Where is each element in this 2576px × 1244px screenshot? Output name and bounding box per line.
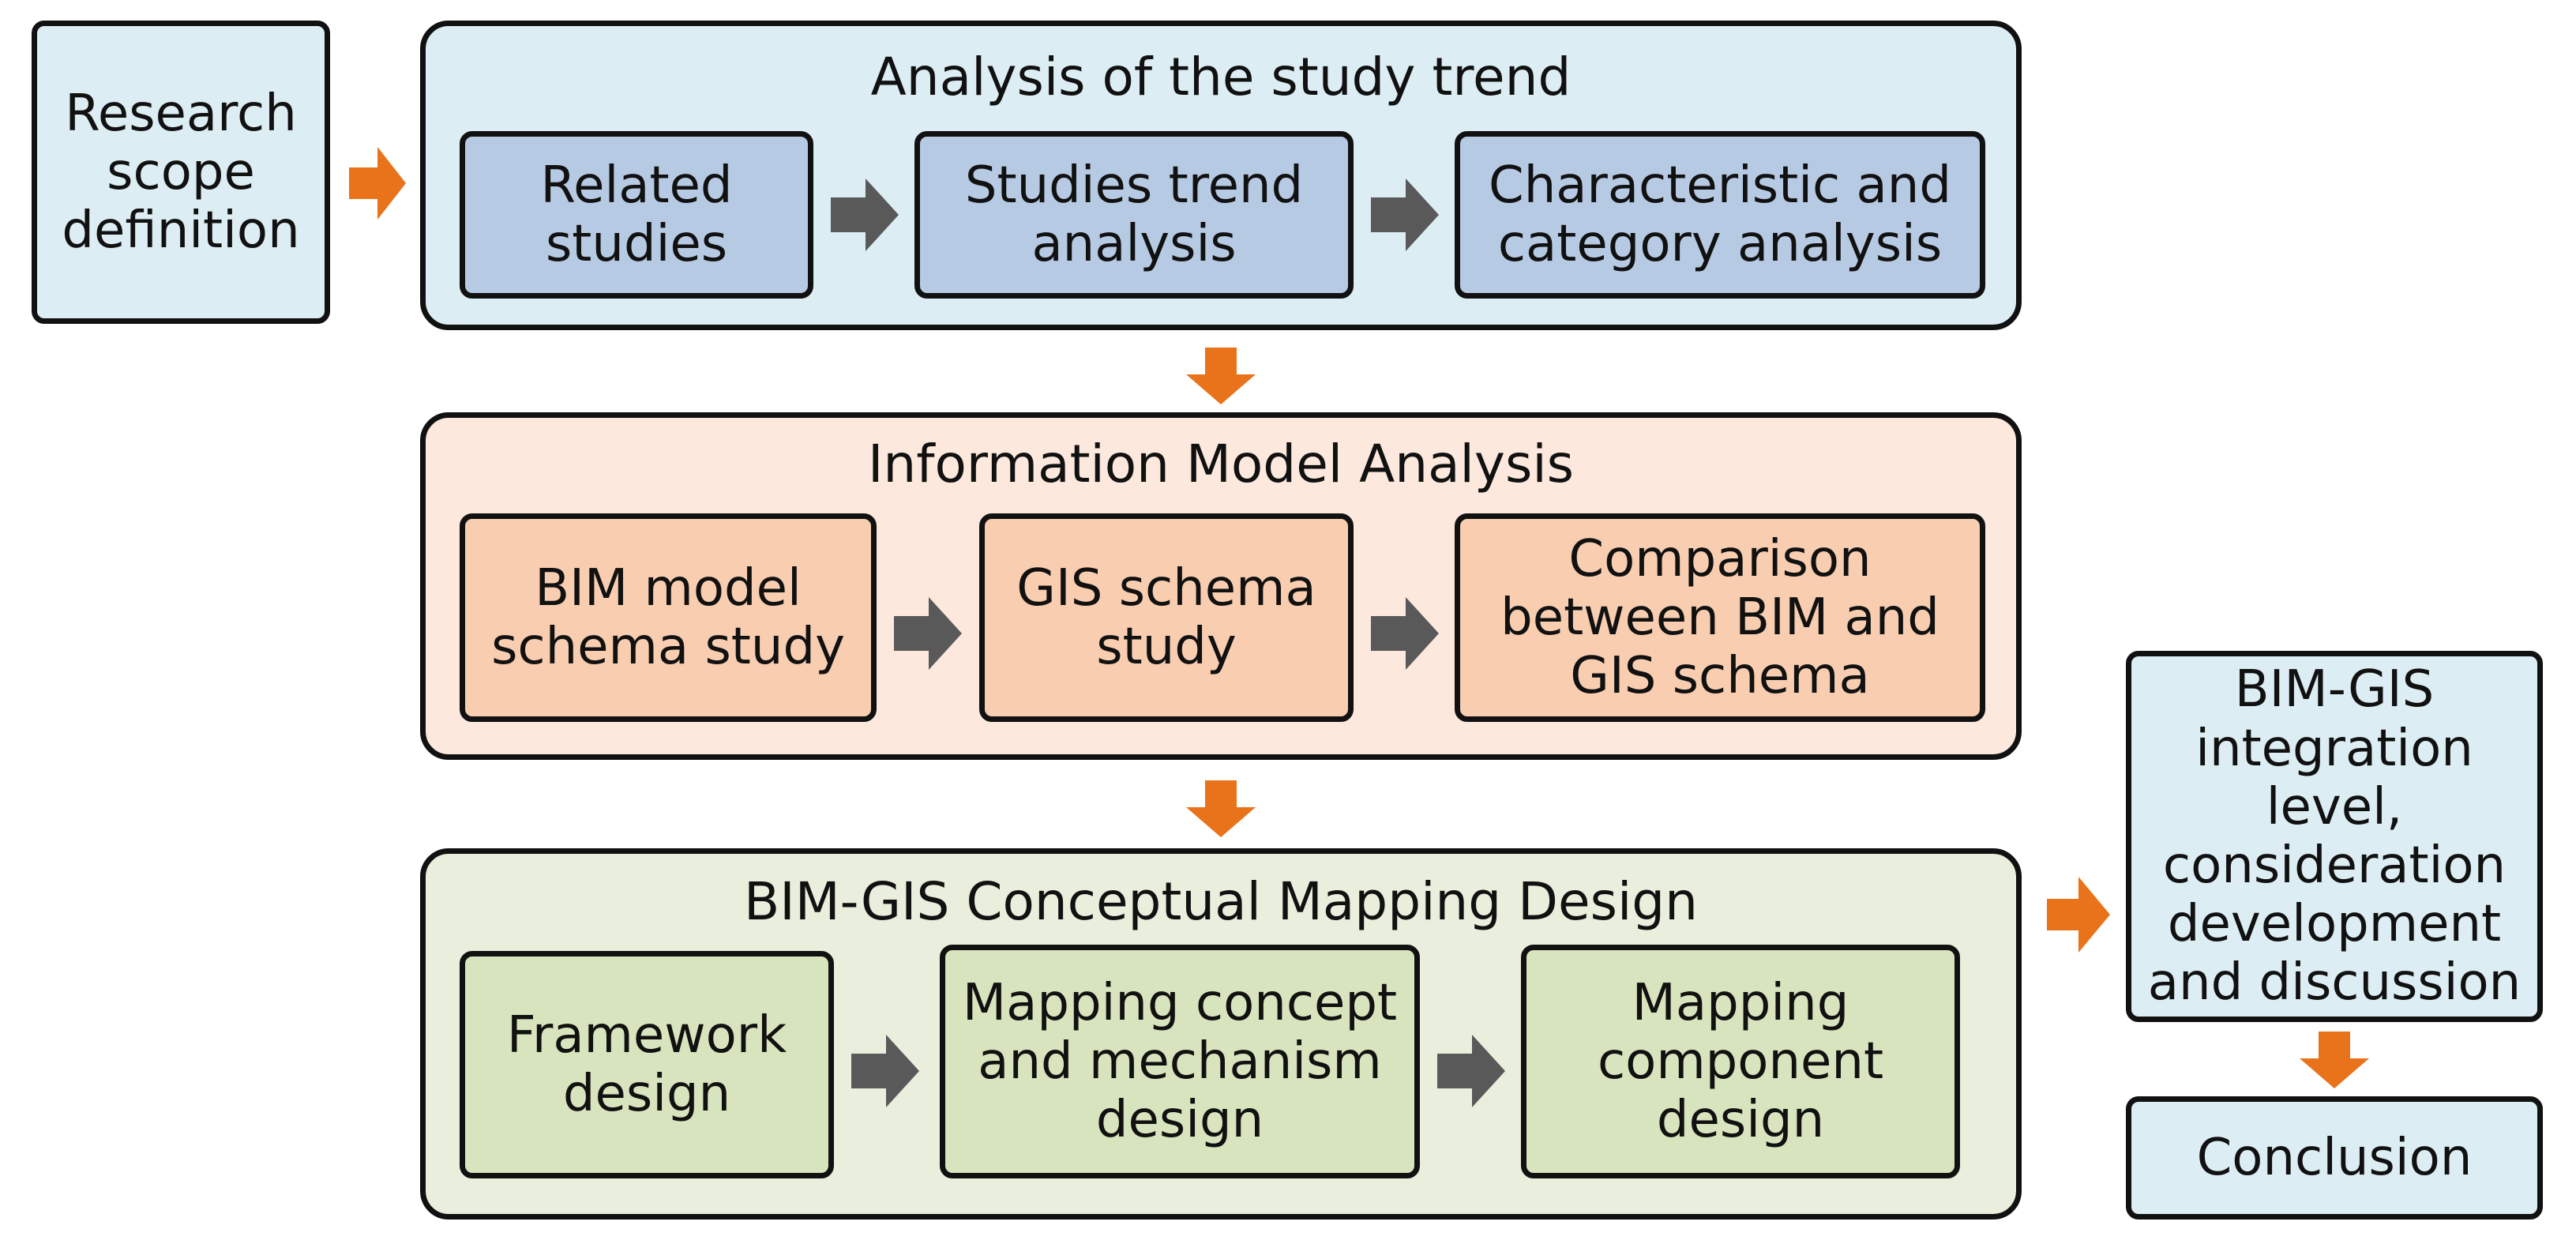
step-arrow-icon — [831, 179, 899, 251]
step-arrow-icon — [1371, 597, 1439, 670]
related-studies-box: Related studies — [460, 131, 813, 299]
integration-discussion-box: BIM-GIS integration level, consideration… — [2126, 651, 2543, 1022]
step-arrow-icon — [1371, 179, 1439, 251]
characteristic-category-analysis-box: Characteristic and category analysis — [1455, 131, 1985, 299]
gis-schema-study-box: GIS schema study — [979, 513, 1354, 722]
conclusion-box: Conclusion — [2126, 1096, 2543, 1220]
flow-arrow-down-icon — [1186, 348, 1256, 404]
mapping-concept-mechanism-design-box: Mapping concept and mechanism design — [940, 945, 1420, 1178]
flow-arrow-icon — [2047, 877, 2110, 953]
bim-gis-schema-comparison-box: Comparison between BIM and GIS schema — [1455, 513, 1985, 722]
framework-design-box: Framework design — [460, 951, 834, 1178]
flow-arrow-down-icon — [2300, 1032, 2369, 1088]
mapping-design-title: BIM-GIS Conceptual Mapping Design — [743, 871, 1699, 932]
step-arrow-icon — [851, 1035, 919, 1107]
studies-trend-analysis-box: Studies trend analysis — [914, 131, 1354, 299]
information-model-title: Information Model Analysis — [867, 434, 1575, 494]
flow-arrow-down-icon — [1186, 780, 1256, 837]
step-arrow-icon — [1437, 1035, 1505, 1107]
research-scope-box: Research scope definition — [32, 21, 330, 324]
flow-arrow-icon — [349, 147, 406, 220]
bim-model-schema-study-box: BIM model schema study — [460, 513, 877, 722]
mapping-component-design-box: Mapping component design — [1521, 945, 1960, 1178]
study-trend-title: Analysis of the study trend — [870, 47, 1572, 107]
step-arrow-icon — [894, 597, 962, 670]
